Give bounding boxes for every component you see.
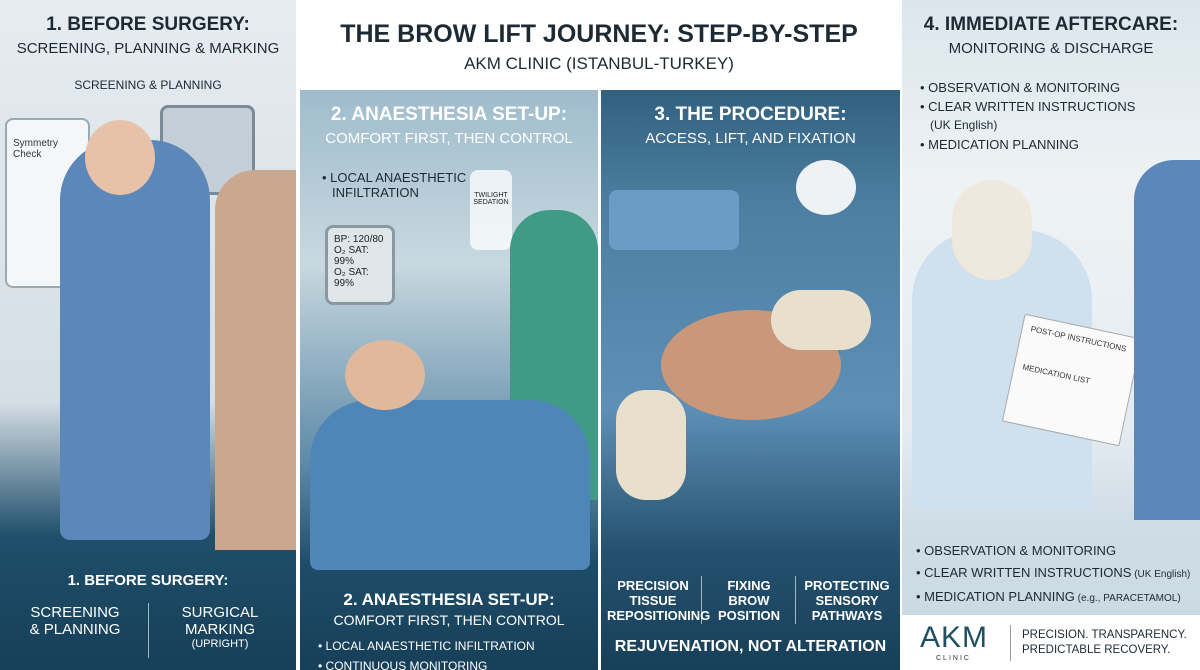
col-label: SCREENING [30, 604, 120, 621]
col-label: FIXING [727, 578, 771, 593]
panel-subtitle: COMFORT FIRST, THEN CONTROL [325, 130, 573, 147]
bullet: • OBSERVATION & MONITORING [920, 80, 1121, 95]
patient-face [345, 340, 425, 410]
panel-anaesthesia: 2. ANAESTHESIA SET-UP: COMFORT FIRST, TH… [300, 90, 598, 670]
divider [148, 603, 149, 658]
bullet: • CLEAR WRITTEN INSTRUCTIONS (UK English… [916, 562, 1190, 586]
bullet: • MEDICATION PLANNING (e.g., PARACETAMOL… [916, 586, 1190, 610]
panel-subtitle: SCREENING, PLANNING & MARKING [16, 40, 280, 57]
panel-title: 4. IMMEDIATE AFTERCARE: [923, 14, 1179, 35]
tagline: REJUVENATION, NOT ALTERATION [614, 638, 887, 655]
col-label: & PLANNING [29, 621, 121, 638]
bag-label: SEDATION [473, 199, 509, 206]
sheet-sub: MEDICATION LIST [1021, 362, 1091, 386]
bottom-subtitle: COMFORT FIRST, THEN CONTROL [333, 612, 565, 628]
col-note: (UPRIGHT) [191, 638, 249, 650]
bag-label: TWILIGHT [474, 192, 508, 199]
clipboard-label: Symmetry Check [13, 138, 58, 160]
nurse-face [85, 120, 155, 195]
bullet-note: (e.g., PARACETAMOL) [1074, 593, 1181, 604]
gloved-hand [616, 390, 686, 500]
tagline: PREDICTABLE RECOVERY. [1022, 644, 1171, 656]
patient-illustration [215, 170, 296, 550]
panel-subtitle: MONITORING & DISCHARGE [948, 40, 1154, 57]
panel-procedure: 3. THE PROCEDURE: ACCESS, LIFT, AND FIXA… [601, 90, 900, 670]
col-label: PROTECTING [804, 578, 890, 593]
panel-title: 3. THE PROCEDURE: [654, 104, 847, 125]
nurse-illustration [60, 140, 210, 540]
bullet: • CLEAR WRITTEN INSTRUCTIONS [920, 99, 1136, 114]
header: THE BROW LIFT JOURNEY: STEP-BY-STEP AKM … [298, 0, 900, 88]
bullet-text: • MEDICATION PLANNING [916, 589, 1075, 604]
sat-readout: O₂ SAT: 99% [334, 245, 369, 267]
panel-title: 2. ANAESTHESIA SET-UP: [330, 104, 568, 125]
nurse-illustration [1134, 160, 1200, 520]
col-label: SURGICAL [181, 604, 259, 621]
bullet-note: (UK English) [930, 118, 998, 132]
tagline: PRECISION. TRANSPARENCY. [1022, 629, 1187, 641]
footer: AKM CLINIC PRECISION. TRANSPARENCY. PREDI… [902, 615, 1200, 670]
col-label: TISSUE [629, 593, 677, 608]
clinic-subtitle: AKM CLINIC (ISTANBUL-TURKEY) [464, 54, 734, 73]
bottom-title: 1. BEFORE SURGERY: [67, 572, 229, 589]
note: • LOCAL ANAESTHETIC [322, 170, 467, 185]
panel-title: 1. BEFORE SURGERY: [46, 14, 250, 35]
patient-blanket [310, 400, 590, 570]
endoscope-icon [796, 160, 856, 215]
logo-sub: CLINIC [936, 655, 971, 662]
bullet: • MEDICATION PLANNING [920, 137, 1079, 152]
bullet-text: • CLEAR WRITTEN INSTRUCTIONS [916, 565, 1132, 580]
gloved-hand [771, 290, 871, 350]
note: INFILTRATION [332, 185, 419, 200]
main-title: THE BROW LIFT JOURNEY: STEP-BY-STEP [340, 20, 858, 48]
bullet-text: • OBSERVATION & MONITORING [916, 543, 1117, 558]
divider [701, 576, 702, 624]
col-label: MARKING [184, 621, 255, 638]
sheet-title: POST-OP INSTRUCTIONS [1029, 324, 1128, 354]
panel-aftercare: 4. IMMEDIATE AFTERCARE: MONITORING & DIS… [902, 0, 1200, 615]
panel-subtitle: ACCESS, LIFT, AND FIXATION [645, 130, 856, 147]
col-label: SENSORY [815, 593, 879, 608]
bullet-note: (UK English) [1131, 569, 1191, 580]
col-label: BROW [728, 593, 770, 608]
caption: SCREENING & PLANNING [74, 78, 222, 92]
logo: AKM [920, 621, 989, 654]
col-label: PATHWAYS [811, 608, 883, 623]
divider [1010, 625, 1011, 661]
bp-readout: BP: 120/80 [334, 234, 384, 245]
divider [795, 576, 796, 624]
bullet: • LOCAL ANAESTHETIC INFILTRATION [318, 639, 535, 653]
col-label: POSITION [717, 608, 781, 623]
col-label: REPOSITIONING [607, 608, 711, 623]
head-bandage [952, 180, 1032, 280]
bullet: • OBSERVATION & MONITORING [916, 540, 1190, 562]
bullet: • CONTINUOUS MONITORING [318, 659, 488, 670]
panel-before-surgery: 1. BEFORE SURGERY: SCREENING, PLANNING &… [0, 0, 296, 670]
bottom-title: 2. ANAESTHESIA SET-UP: [343, 590, 555, 609]
instrument-tray [609, 190, 739, 250]
sat-readout: O₂ SAT: 99% [334, 267, 369, 289]
col-label: PRECISION [617, 578, 689, 593]
